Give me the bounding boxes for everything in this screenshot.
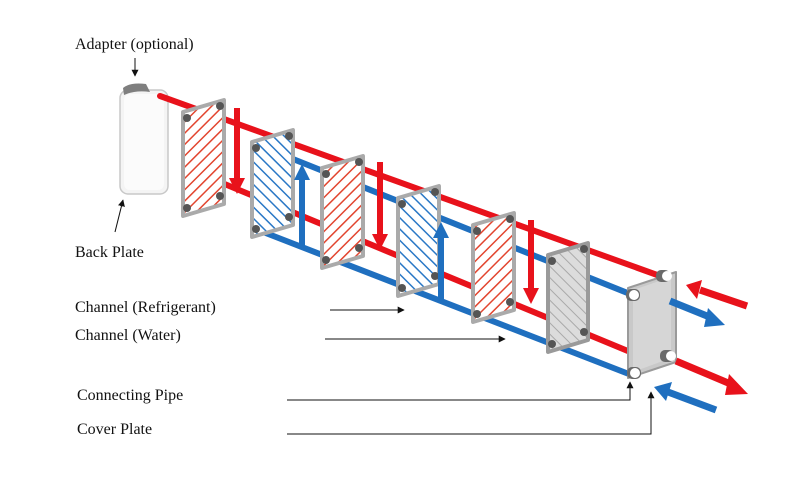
label-adapter: Adapter (optional) <box>75 36 194 53</box>
label-connecting-pipe: Connecting Pipe <box>77 387 183 404</box>
leader-lines <box>114 58 655 435</box>
label-channel-refrigerant: Channel (Refrigerant) <box>75 299 216 316</box>
plate-grey <box>546 241 590 354</box>
label-back-plate: Back Plate <box>75 244 144 261</box>
refrigerant-inlet-arrow <box>686 280 749 310</box>
refrigerant-flow-arrows <box>229 108 539 304</box>
adapter <box>123 83 150 95</box>
plate-water-2 <box>396 184 441 298</box>
plate-refrigerant-3 <box>471 211 516 324</box>
water-inlet-arrow <box>654 382 718 414</box>
plate-water-1 <box>250 128 295 239</box>
connecting-pipes <box>626 270 676 379</box>
refrigerant-outlet-arrow <box>674 357 748 395</box>
water-outlet-arrow <box>668 297 725 327</box>
back-plate <box>119 89 169 195</box>
cover-plate <box>627 271 677 379</box>
water-flow-arrows <box>294 164 449 300</box>
label-cover-plate: Cover Plate <box>77 421 152 438</box>
plate-refrigerant-2 <box>320 154 365 270</box>
label-channel-water: Channel (Water) <box>75 327 181 344</box>
plate-refrigerant-1 <box>181 98 226 218</box>
